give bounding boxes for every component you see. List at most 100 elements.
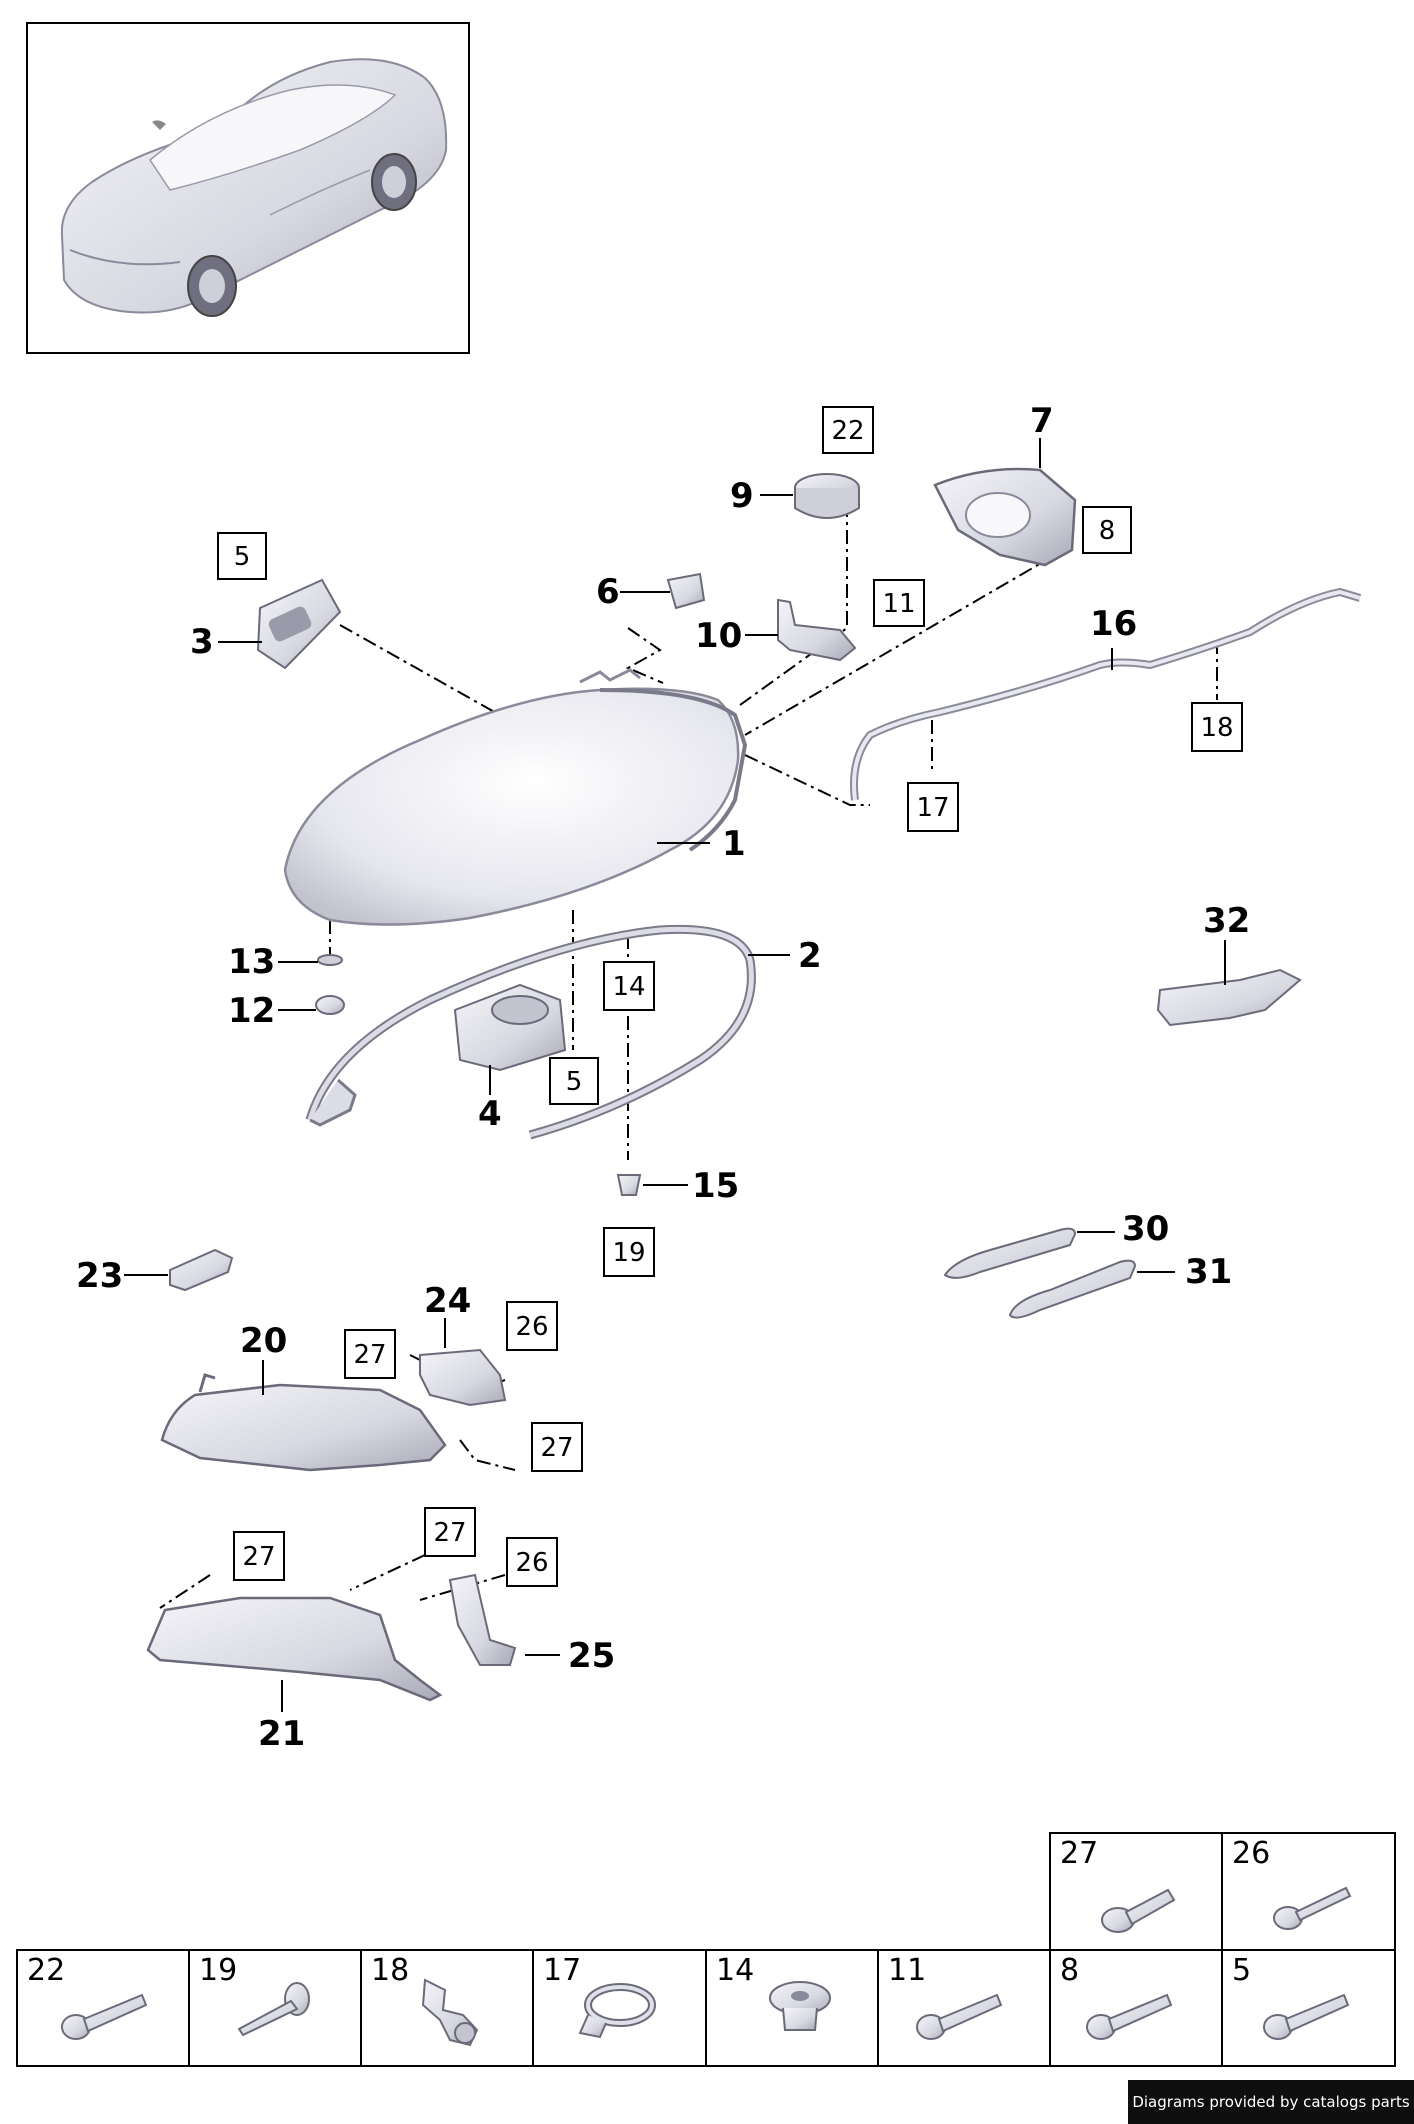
- callout-16: 16: [1090, 604, 1137, 644]
- callout-24: 24: [424, 1281, 471, 1321]
- legend-cell-27: 27: [1060, 1836, 1176, 1933]
- credit-banner: Diagrams provided by catalogs parts: [1128, 2080, 1414, 2124]
- ballast-module: [453, 983, 567, 1072]
- svg-text:8: 8: [1099, 516, 1116, 546]
- callout-3: 3: [190, 622, 214, 662]
- callout-31: 31: [1185, 1252, 1232, 1292]
- cap-part-6: [666, 572, 706, 610]
- svg-text:14: 14: [612, 972, 645, 1002]
- small-screw-icon: [1273, 1886, 1352, 1930]
- svg-text:27: 27: [540, 1433, 573, 1463]
- legend-cell-11: 11: [888, 1953, 1003, 2040]
- legend-cell-19: 19: [199, 1953, 310, 2037]
- bolt-screw-icon: [1101, 1888, 1176, 1933]
- nut-part-12: [315, 995, 345, 1015]
- module-part-25: [448, 1573, 517, 1666]
- svg-text:26: 26: [515, 1312, 548, 1342]
- svg-text:22: 22: [831, 416, 864, 446]
- headlight-housing: [283, 668, 748, 926]
- callout-23: 23: [76, 1256, 123, 1296]
- box-ref-19: 19: [603, 1227, 655, 1277]
- callout-32: 32: [1203, 901, 1250, 941]
- box-ref-5b: 5: [549, 1057, 599, 1105]
- svg-text:27: 27: [433, 1518, 466, 1548]
- svg-text:19: 19: [612, 1238, 645, 1268]
- vehicle-thumbnail: [26, 22, 470, 354]
- callout-10: 10: [695, 616, 742, 656]
- svg-text:27: 27: [1060, 1836, 1098, 1871]
- svg-text:22: 22: [27, 1953, 65, 1988]
- callout-13: 13: [228, 942, 275, 982]
- svg-text:27: 27: [242, 1542, 275, 1572]
- washer-part-13: [317, 954, 343, 966]
- bracket-part-10: [777, 598, 857, 662]
- callout-25: 25: [568, 1636, 615, 1676]
- svg-text:5: 5: [1232, 1953, 1251, 1988]
- svg-text:8: 8: [1060, 1953, 1079, 1988]
- svg-text:5: 5: [566, 1067, 583, 1097]
- washer-hose-16: [850, 587, 1362, 801]
- box-ref-18: 18: [1191, 702, 1243, 752]
- legend-cell-26: 26: [1232, 1836, 1352, 1930]
- box-ref-27c: 27: [424, 1507, 476, 1557]
- adjuster-part-9: [794, 473, 860, 519]
- grommet-icon: [769, 1981, 831, 2031]
- callout-7: 7: [1030, 401, 1054, 441]
- headlight-seal: [305, 924, 756, 1140]
- fog-light-20: [160, 1373, 447, 1472]
- pin-rivet-icon: [237, 1982, 310, 2037]
- legend-cell-17: 17: [543, 1953, 656, 2039]
- legend-cell-22: 22: [27, 1953, 148, 2040]
- box-ref-26a: 26: [506, 1301, 558, 1351]
- boxed-refs: 5 22 8 11 17 18 14 5: [217, 406, 1243, 1587]
- box-ref-26b: 26: [506, 1537, 558, 1587]
- svg-text:17: 17: [916, 793, 949, 823]
- module-part-24: [419, 1348, 507, 1407]
- bolt-screw-icon: [916, 1993, 1003, 2040]
- bolt-screw-icon: [1263, 1993, 1350, 2040]
- callout-numbers: 1 2 3 4 6 7 9 10 12 13 15 16 20 21 23 24…: [76, 401, 1250, 1754]
- legend-cell-8: 8: [1060, 1953, 1173, 2040]
- callout-12: 12: [228, 991, 275, 1031]
- cover-part-7: [933, 467, 1077, 567]
- box-ref-27d: 27: [233, 1531, 285, 1581]
- box-ref-22: 22: [822, 406, 874, 454]
- box-ref-27a: 27: [344, 1329, 396, 1379]
- svg-text:19: 19: [199, 1953, 237, 1988]
- bolt-screw-icon: [1086, 1993, 1173, 2040]
- box-ref-27b: 27: [531, 1422, 583, 1472]
- hose-clamp-icon: [578, 1983, 656, 2039]
- legend-cell-5: 5: [1232, 1953, 1350, 2040]
- svg-text:11: 11: [888, 1953, 926, 1988]
- reflector-30: [943, 1227, 1077, 1279]
- box-ref-17: 17: [907, 782, 959, 832]
- grommet-part-15: [616, 1174, 642, 1196]
- control-module: [256, 578, 342, 670]
- svg-text:18: 18: [371, 1953, 409, 1988]
- car-illustration: [60, 58, 448, 317]
- svg-text:11: 11: [882, 589, 915, 619]
- callout-9: 9: [730, 476, 754, 516]
- callout-30: 30: [1122, 1209, 1169, 1249]
- clip-bracket-icon: [421, 1978, 479, 2047]
- svg-text:17: 17: [543, 1953, 581, 1988]
- svg-text:26: 26: [515, 1548, 548, 1578]
- leader-lines: [124, 438, 1226, 1712]
- callout-6: 6: [596, 572, 620, 612]
- callout-4: 4: [478, 1094, 502, 1134]
- svg-text:5: 5: [234, 542, 251, 572]
- washer-nozzle-32: [1156, 968, 1302, 1027]
- svg-text:27: 27: [353, 1340, 386, 1370]
- svg-text:18: 18: [1200, 713, 1233, 743]
- callout-1: 1: [722, 824, 746, 864]
- svg-text:14: 14: [716, 1953, 754, 1988]
- box-ref-8: 8: [1082, 506, 1132, 554]
- sensor-part-23: [169, 1248, 234, 1292]
- callout-21: 21: [258, 1714, 305, 1754]
- box-ref-5a: 5: [217, 532, 267, 580]
- callout-20: 20: [240, 1321, 287, 1361]
- callout-2: 2: [798, 936, 822, 976]
- fastener-legend: 27 26 22 19: [16, 1832, 1396, 2067]
- daytime-light-21: [146, 1596, 443, 1702]
